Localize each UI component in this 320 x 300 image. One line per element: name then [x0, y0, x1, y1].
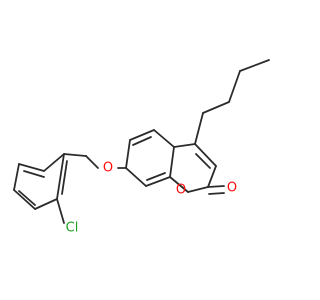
oxygen-carbonyl-label: O — [227, 181, 237, 196]
bond — [169, 146, 175, 178]
bond — [18, 163, 45, 172]
bond — [194, 143, 217, 167]
chlorine-label: Cl — [66, 221, 79, 236]
bond — [207, 185, 225, 188]
molecule-diagram: O O O Cl — [13, 59, 270, 236]
bond — [56, 153, 65, 200]
bond — [13, 189, 36, 210]
bond — [85, 155, 99, 169]
bond — [125, 167, 147, 187]
bond — [208, 192, 225, 195]
bond — [187, 186, 209, 193]
structure-canvas: O O O Cl — [13, 59, 270, 236]
atom-labels: O O O Cl — [66, 161, 237, 236]
bond — [195, 153, 211, 169]
bond — [43, 153, 65, 172]
bond — [173, 143, 196, 148]
bond — [23, 170, 45, 178]
bond — [125, 139, 131, 169]
bond — [194, 112, 204, 145]
bond — [13, 163, 20, 191]
bond — [228, 70, 241, 103]
bond — [132, 136, 152, 146]
bond — [153, 129, 175, 148]
bond — [202, 101, 230, 114]
bond — [61, 160, 68, 195]
bond — [239, 59, 270, 72]
bond — [169, 176, 189, 193]
bond — [145, 176, 171, 187]
oxygen-ether-label: O — [103, 161, 113, 176]
bond — [34, 198, 58, 210]
oxygen-ring-label: O — [176, 183, 186, 198]
bond — [146, 172, 166, 181]
bond-network — [13, 59, 270, 224]
bond — [63, 153, 87, 157]
bond — [56, 198, 65, 224]
bond — [129, 129, 155, 141]
bond — [18, 190, 36, 206]
bond — [207, 165, 217, 188]
